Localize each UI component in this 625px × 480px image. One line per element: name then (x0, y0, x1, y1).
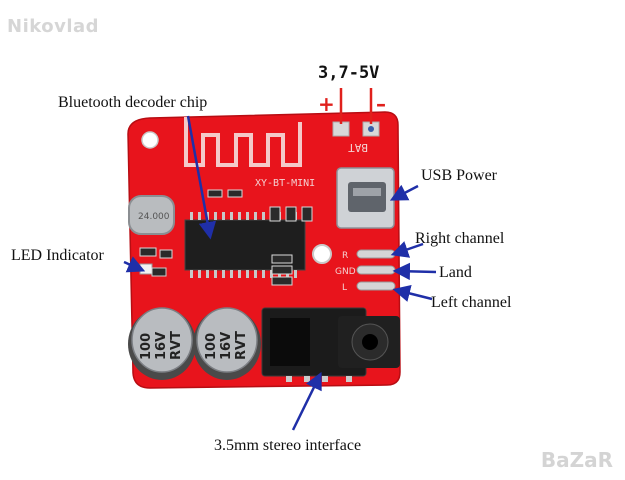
audio-jack (261, 307, 400, 382)
plus-sign: + (318, 92, 335, 116)
arrow-jack (291, 371, 322, 431)
brand-logo: BaZaR (540, 448, 613, 472)
cap-left-text-3: RVT (169, 331, 184, 360)
label-usb: USB Power (421, 167, 498, 184)
label-led: LED Indicator (11, 247, 104, 264)
antenna-trace (184, 117, 302, 167)
label-land: Land (439, 264, 472, 281)
cap-left-text-1: 100 (139, 333, 154, 360)
bat-plus-pad (332, 121, 350, 137)
smd-components (139, 189, 313, 286)
arrow-left (392, 284, 433, 302)
led-resistor (151, 267, 167, 277)
annotation-arrows (123, 115, 437, 431)
label-jack: 3.5mm stereo interface (214, 437, 362, 454)
usb-tongue (353, 188, 381, 196)
bat-minus-hole (368, 126, 374, 132)
crystal-text: 24.000 (138, 212, 170, 222)
voltage-label: 3,7-5V (318, 63, 380, 83)
cap-right-text-1: 100 (204, 333, 219, 360)
minus-sign: – (376, 92, 386, 116)
board-model-text: XY-BT-MINI (255, 178, 315, 189)
board-bat-text: BAT (348, 141, 368, 154)
arrow-land (392, 262, 437, 281)
cap-right-text-2: 16V (219, 332, 234, 360)
pin-gnd-text: GND (335, 267, 356, 277)
label-left-channel: Left channel (431, 294, 512, 311)
arrow-led (123, 256, 146, 273)
corner-hole (141, 131, 159, 149)
arrow-chip (186, 115, 217, 240)
arrow-right (390, 241, 424, 258)
mounting-hole (312, 244, 332, 264)
capacitor-right (193, 307, 261, 380)
watermark-text: Nikovlad (7, 16, 100, 37)
pin-l-text: L (342, 283, 347, 293)
audio-pins (356, 249, 396, 291)
label-chip: Bluetooth decoder chip (58, 94, 208, 111)
pin-r-text: R (342, 251, 348, 261)
usb-slot (348, 182, 386, 212)
power-lines (339, 88, 373, 124)
label-right-channel: Right channel (415, 230, 505, 247)
crystal-oscillator (128, 195, 175, 235)
capacitor-left (128, 307, 196, 380)
cap-right-text-3: RVT (234, 331, 249, 360)
arrow-usb (389, 184, 419, 201)
cap-left-text-2: 16V (154, 332, 169, 360)
